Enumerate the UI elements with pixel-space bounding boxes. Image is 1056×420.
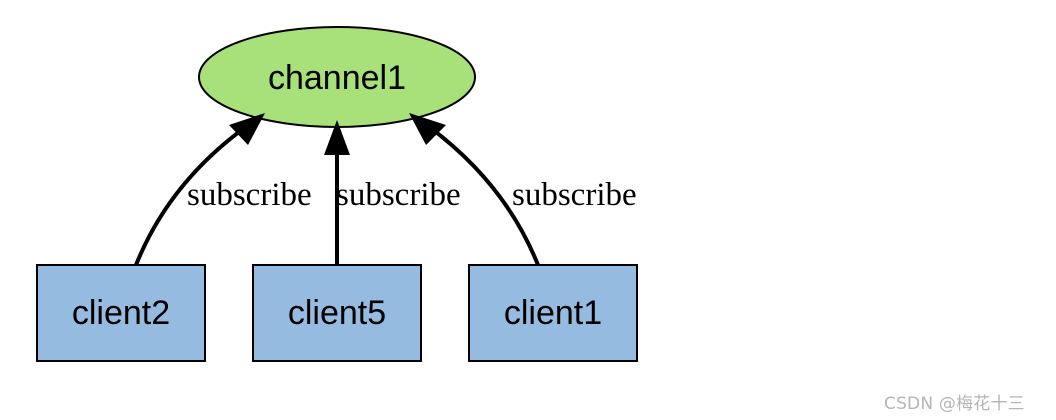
edge-label: subscribe [336, 177, 461, 213]
edge-client5-channel: subscribe [324, 120, 461, 265]
channel-node: channel1 [198, 26, 476, 128]
edge-arrow [426, 124, 540, 266]
client-label: client2 [72, 294, 170, 332]
edge-arrow [134, 124, 249, 266]
client-box [252, 264, 422, 362]
client-node-client2: client2 [36, 264, 206, 362]
client-node-client5: client5 [252, 264, 422, 362]
arrowhead-icon [229, 113, 265, 145]
edge-label: subscribe [187, 177, 312, 213]
channel-label: channel1 [268, 59, 406, 97]
client-box [468, 264, 638, 362]
edge-client1-channel: subscribe [409, 113, 637, 266]
edge-client2-channel: subscribe [134, 113, 312, 266]
watermark: CSDN @梅花十三 [884, 394, 1025, 414]
arrowhead-icon [409, 113, 446, 145]
client-label: client5 [288, 294, 386, 332]
edge-label: subscribe [512, 177, 637, 213]
arrowhead-icon [324, 120, 350, 155]
client-node-client1: client1 [468, 264, 638, 362]
client-box [36, 264, 206, 362]
client-label: client1 [504, 294, 602, 332]
